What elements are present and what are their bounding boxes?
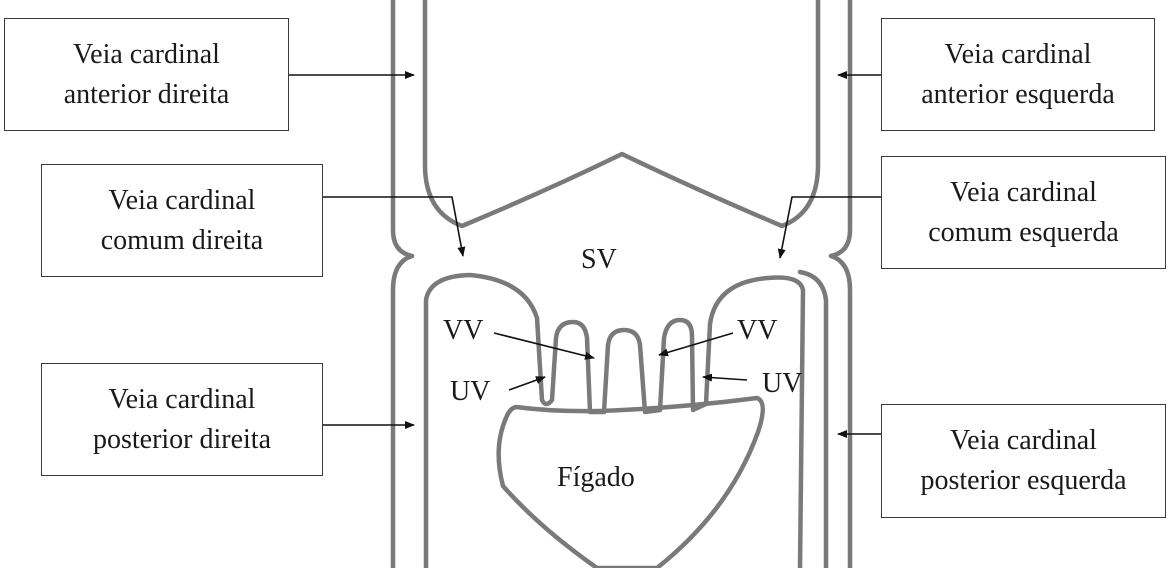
label-umbilical-vein-left: UV [450, 376, 491, 407]
arrow-vv-left [493, 332, 595, 360]
label-line: comum esquerda [928, 216, 1119, 248]
posterior-cardinal-vein-left-outer [828, 253, 853, 568]
liver-outline [496, 395, 765, 568]
label-line: Veia cardinal [950, 176, 1097, 208]
label-common-cardinal-right: Veia cardinal comum direita [41, 164, 323, 277]
posterior-cardinal-vein-left-inner [797, 269, 829, 568]
label-line: Veia cardinal [944, 38, 1092, 70]
label-posterior-cardinal-left: Veia cardinal posterior esquerda [881, 404, 1166, 518]
arrow-uv-right [702, 373, 748, 382]
sinus-venosus-lower-contour [423, 272, 806, 568]
label-vitelline-vein-left: VV [443, 315, 484, 346]
anterior-cardinal-vein-right-outer [390, 0, 415, 259]
label-vitelline-vein-right: VV [737, 315, 778, 346]
label-sinus-venosus: SV [581, 244, 617, 275]
posterior-cardinal-vein-right-outer [390, 253, 415, 568]
sinus-venosus-upper-contour [422, 0, 821, 229]
arrow-common-left [777, 196, 881, 259]
label-line: comum direita [100, 224, 264, 256]
label-line: Veia cardinal [950, 425, 1097, 456]
label-common-cardinal-left: Veia cardinal comum esquerda [881, 156, 1166, 269]
label-line: Veia cardinal [108, 184, 256, 216]
arrow-uv-left [508, 376, 546, 391]
label-line: anterior esquerda [921, 78, 1115, 110]
label-line: posterior direita [92, 423, 272, 455]
label-line: Veia cardinal [73, 38, 220, 70]
label-anterior-cardinal-right: Veia cardinal anterior direita [4, 18, 289, 131]
label-line: anterior direita [63, 78, 230, 110]
label-posterior-cardinal-right: Veia cardinal posterior direita [41, 363, 323, 476]
label-umbilical-vein-right: UV [762, 368, 803, 399]
label-anterior-cardinal-left: Veia cardinal anterior esquerda [881, 18, 1155, 131]
label-liver: Fígado [557, 462, 635, 493]
label-line: posterior esquerda [920, 465, 1127, 496]
anterior-cardinal-vein-left-outer [828, 0, 853, 259]
arrow-vv-right [658, 332, 734, 357]
label-line: Veia cardinal [108, 383, 256, 415]
arrow-common-right [323, 196, 466, 257]
